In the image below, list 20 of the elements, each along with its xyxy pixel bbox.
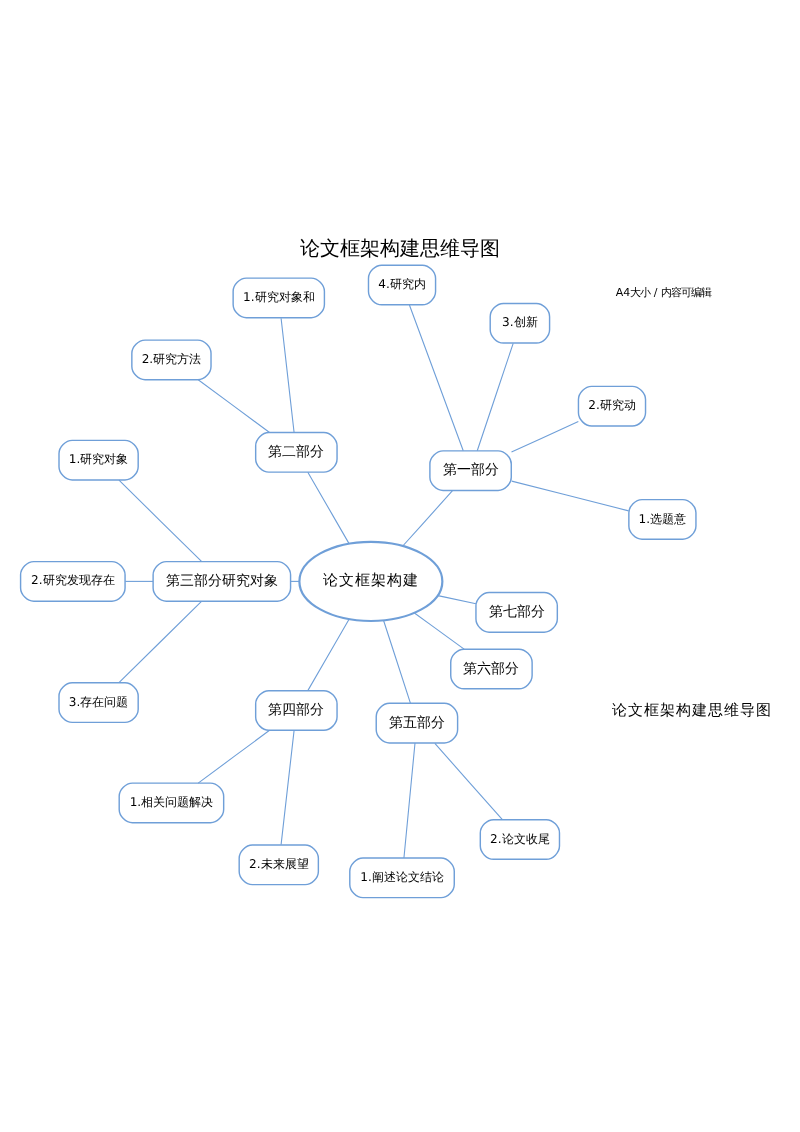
connector: [280, 317, 295, 433]
connector: [118, 600, 203, 684]
connector: [403, 742, 416, 859]
diagram-title: 论文框架构建思维导图: [299, 238, 500, 261]
connector: [476, 342, 514, 452]
connector: [402, 490, 454, 547]
connector: [197, 729, 271, 784]
connector: [383, 619, 412, 704]
connector: [510, 421, 579, 453]
connector: [197, 379, 271, 434]
connector: [408, 304, 464, 452]
connector: [511, 480, 630, 512]
connector: [434, 742, 503, 820]
connector: [118, 479, 203, 562]
connector: [124, 580, 154, 582]
connector: [413, 612, 465, 650]
connector: [307, 471, 350, 544]
connector: [307, 618, 350, 692]
connector: [280, 729, 295, 846]
connector: [437, 595, 477, 605]
